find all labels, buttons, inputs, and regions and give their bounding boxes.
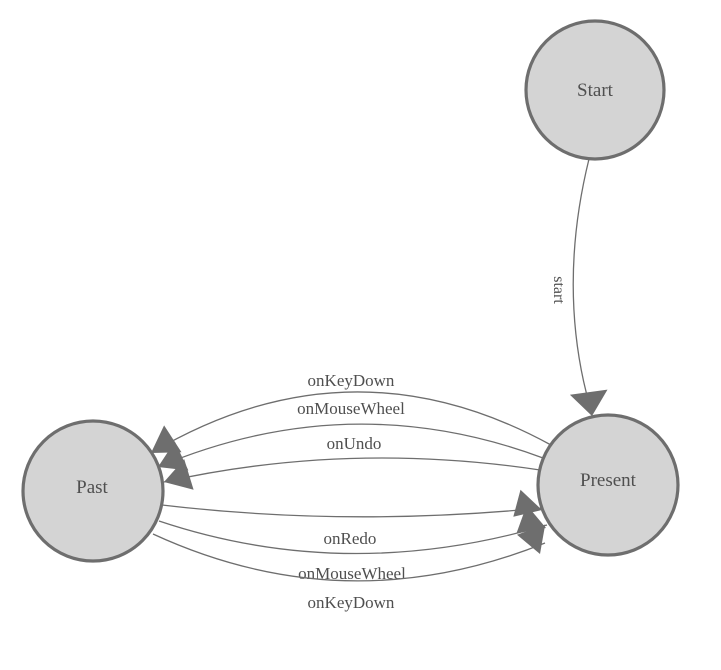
- arrowhead-start-to-present: [569, 389, 608, 416]
- edge-present-to-past-onmousewheel-line: [157, 423, 544, 468]
- edge-past-to-present-onkeydown: onKeyDown: [152, 524, 546, 612]
- edge-present-to-past-onkeydown-line: [150, 391, 552, 454]
- edge-past-to-present-onmousewheel-line: [158, 520, 548, 555]
- edge-label-onmousewheel-bottom: onMouseWheel: [298, 564, 406, 583]
- edge-label-onredo: onRedo: [324, 529, 377, 548]
- edge-present-to-past-onundo-line: [163, 457, 541, 483]
- arrowhead-past-to-present-onredo: [513, 489, 542, 517]
- edge-past-to-present-onmousewheel: onMouseWheel: [158, 505, 548, 583]
- edge-label-start: start: [550, 276, 567, 304]
- edge-label-onkeydown-bottom: onKeyDown: [308, 593, 395, 612]
- node-start-label: Start: [577, 80, 614, 101]
- arrowhead-past-to-present-onmousewheel: [516, 505, 546, 534]
- node-past[interactable]: Past: [21, 419, 165, 563]
- edge-label-onmousewheel-top: onMouseWheel: [297, 399, 405, 418]
- arrowhead-past-to-present-onkeydown: [517, 524, 546, 554]
- edge-start-to-present: start: [550, 158, 608, 416]
- edge-past-to-present-onkeydown-line: [152, 533, 546, 582]
- node-past-circle[interactable]: [21, 419, 165, 563]
- node-present-label: Present: [580, 470, 637, 491]
- arrowhead-present-to-past-onundo: [164, 459, 194, 490]
- node-present[interactable]: Present: [536, 413, 680, 557]
- edge-label-onkeydown-top: onKeyDown: [308, 371, 395, 390]
- edge-past-to-present-onredo-line: [161, 504, 543, 518]
- node-present-circle[interactable]: [536, 413, 680, 557]
- node-past-label: Past: [76, 477, 108, 498]
- node-start-circle[interactable]: [524, 19, 666, 161]
- edge-present-to-past-onundo: onUndo: [163, 434, 541, 490]
- node-start[interactable]: Start: [524, 19, 666, 161]
- edge-past-to-present-onredo: onRedo: [161, 489, 543, 548]
- edge-label-onundo: onUndo: [327, 434, 382, 453]
- edge-start-to-present-line: [572, 158, 593, 415]
